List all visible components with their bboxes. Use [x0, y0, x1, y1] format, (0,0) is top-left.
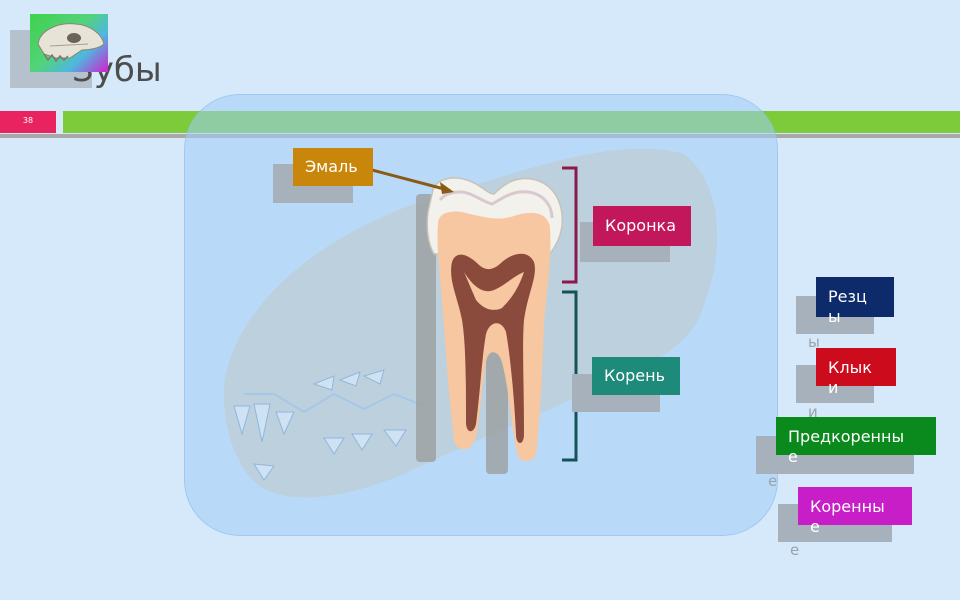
enamel-arrowhead — [440, 182, 454, 194]
canines-shadow-text: и — [808, 403, 818, 421]
skull-thumbnail — [30, 14, 108, 72]
legend-canines-line2: и — [828, 378, 839, 397]
enamel-label: Эмаль — [293, 148, 373, 186]
legend-premolars-line2: е — [788, 447, 798, 466]
tooth-diagram — [223, 148, 718, 498]
molars-shadow-text: е — [790, 541, 800, 559]
legend-incisors-line2: ы — [828, 307, 841, 326]
legend-premolars: Предкоренны е — [776, 417, 936, 466]
tooth-shadow-left — [416, 194, 436, 462]
skull-icon — [37, 23, 105, 63]
incisors-shadow-text: ы — [808, 333, 820, 351]
crown-bracket — [562, 166, 578, 284]
root-label: Корень — [592, 357, 680, 395]
legend-molars-line1: Коренны — [810, 497, 885, 516]
tooth-pulp — [451, 253, 535, 443]
tooth — [426, 177, 564, 462]
premolars-shadow-text: е — [768, 472, 778, 490]
legend-canines-line1: Клык — [828, 358, 872, 377]
legend-premolars-line1: Предкоренны — [788, 427, 905, 446]
legend-molars-line2: е — [810, 517, 820, 536]
crown-label: Коронка — [593, 206, 691, 246]
legend-incisors: Резц ы — [816, 277, 894, 326]
slide-number: 38 — [22, 116, 34, 125]
slide-number-badge: 38 — [0, 111, 56, 133]
tooth-shadow-right — [486, 344, 508, 474]
legend-molars: Коренны е — [798, 487, 912, 536]
skull-teeth — [233, 369, 407, 481]
legend-incisors-line1: Резц — [828, 287, 867, 306]
enamel-arrow — [371, 168, 449, 192]
legend-canines: Клык и — [816, 348, 896, 397]
